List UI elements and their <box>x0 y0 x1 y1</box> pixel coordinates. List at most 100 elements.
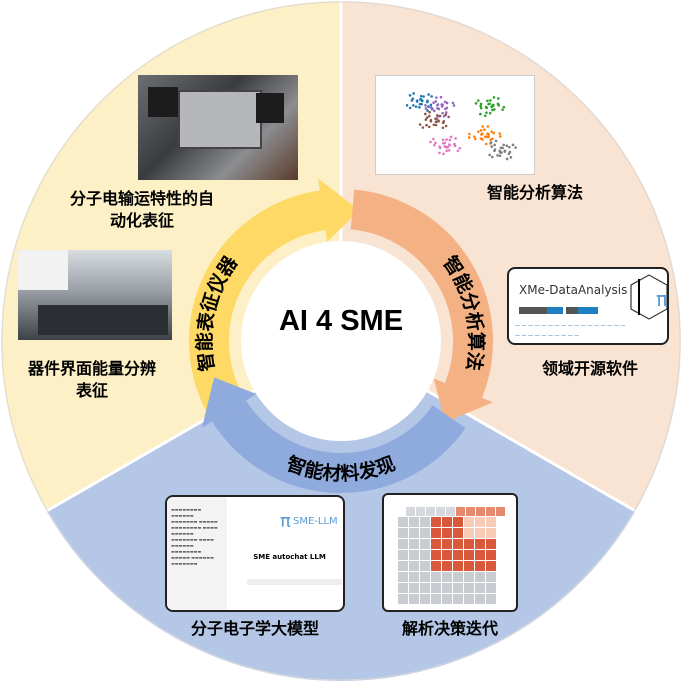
cluster-point <box>442 120 446 123</box>
cluster-point <box>434 100 438 103</box>
cluster-point <box>420 102 423 106</box>
cluster-point <box>445 101 449 105</box>
cluster-point <box>483 114 487 118</box>
cluster-point <box>489 141 493 144</box>
cluster-point <box>493 143 496 147</box>
label-algorithm: 智能分析算法 <box>486 183 583 202</box>
cluster-point <box>438 114 442 118</box>
cluster-point <box>415 100 419 103</box>
cube-cell <box>420 517 430 527</box>
cube-cell <box>398 583 408 593</box>
cluster-point <box>432 123 436 127</box>
cluster-point <box>505 157 509 161</box>
cluster-point <box>479 106 483 110</box>
cube-cell <box>398 594 408 604</box>
cluster-point <box>428 110 431 114</box>
svg-text:π: π <box>656 287 668 311</box>
cluster-point <box>493 149 496 153</box>
cube-cell <box>475 539 485 549</box>
cube-cell <box>475 572 485 582</box>
cluster-point <box>429 103 433 107</box>
cluster-point <box>424 112 427 116</box>
cluster-point <box>452 104 456 107</box>
cluster-point <box>498 150 502 153</box>
cube-cell <box>486 528 496 538</box>
cube-cell <box>431 539 441 549</box>
cluster-point <box>486 132 489 136</box>
cluster-point <box>449 135 453 139</box>
cluster-point <box>491 155 494 159</box>
cluster-point <box>496 102 500 106</box>
cluster-point <box>502 105 506 109</box>
cluster-point <box>447 143 451 146</box>
cluster-point <box>492 131 496 135</box>
cluster-point <box>489 99 492 102</box>
cube-cell <box>420 594 430 604</box>
cluster-point <box>441 111 444 115</box>
interface-lab-photo <box>18 250 172 340</box>
center-circle <box>241 241 441 441</box>
cluster-point <box>509 156 513 159</box>
cluster-point <box>499 146 503 150</box>
cluster-point <box>436 103 439 107</box>
cube-cell <box>431 550 441 560</box>
cube-cell <box>486 594 496 604</box>
cluster-point <box>434 141 437 145</box>
sme-llm-logo: SME-LLM <box>293 516 338 527</box>
cube-cell <box>475 528 485 538</box>
cluster-point <box>493 108 496 111</box>
cube-cell <box>442 550 452 560</box>
cluster-point <box>447 149 451 152</box>
cluster-point <box>447 115 450 119</box>
cluster-point <box>424 118 428 121</box>
xme-logo: π <box>630 274 668 320</box>
cluster-point <box>420 99 424 102</box>
cluster-point <box>492 96 496 99</box>
cube-cell <box>409 550 419 560</box>
cluster-point <box>488 111 492 115</box>
cluster-point <box>477 130 480 133</box>
cluster-point <box>429 140 432 144</box>
cluster-point <box>412 92 415 95</box>
cluster-point <box>445 111 448 114</box>
cluster-point <box>435 114 439 117</box>
cluster-point <box>441 126 445 130</box>
cluster-point <box>479 102 483 106</box>
cluster-point <box>480 133 483 136</box>
cube-cell <box>420 539 430 549</box>
cluster-point <box>435 96 438 99</box>
cluster-point <box>421 126 425 129</box>
cluster-point <box>432 137 435 141</box>
label-software: 领域开源软件 <box>541 359 638 378</box>
cluster-point <box>444 124 448 128</box>
xme-dataanalysis-card: XMe-DataAnalysis — — — — — — — — — — — —… <box>507 267 669 345</box>
cluster-point <box>476 99 480 102</box>
cluster-point <box>418 106 421 109</box>
cube-cell <box>442 517 452 527</box>
cube-cell <box>486 517 496 527</box>
cube-cell <box>464 583 474 593</box>
cube-cell <box>398 572 408 582</box>
cube-cell <box>442 583 452 593</box>
cube-cell <box>398 561 408 571</box>
cube-cell <box>453 517 463 527</box>
cluster-point <box>445 138 448 141</box>
cube-cell <box>464 550 474 560</box>
cluster-point <box>481 125 485 128</box>
cube-cell <box>409 561 419 571</box>
xme-title: XMe-DataAnalysis <box>519 283 628 297</box>
cluster-point <box>443 100 447 104</box>
cluster-point <box>418 123 422 126</box>
cube-cell <box>464 572 474 582</box>
cube-cell <box>442 528 452 538</box>
cube-cell <box>436 507 445 516</box>
cube-cell <box>446 507 455 516</box>
cluster-point <box>481 138 484 141</box>
cube-grid-image <box>382 493 518 612</box>
cluster-point <box>485 111 488 114</box>
cube-cell <box>475 550 485 560</box>
cluster-point <box>424 104 427 107</box>
cluster-point <box>490 145 494 148</box>
cluster-point <box>408 94 412 97</box>
instruments-arrow-arc <box>189 190 326 422</box>
